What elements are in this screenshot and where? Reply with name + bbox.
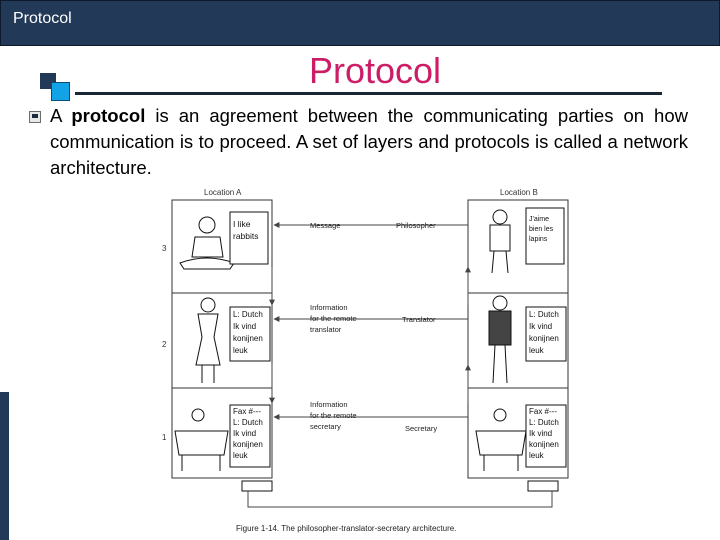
label-info-secretary-3: secretary (310, 422, 341, 431)
left-accent-bar (0, 392, 9, 540)
bullet-icon (29, 111, 41, 123)
secretary-b-figure (475, 408, 527, 471)
transmission-line (247, 491, 553, 508)
bullet-keyword: protocol (71, 105, 146, 126)
bullet-rest: is an agreement between the communicatin… (50, 105, 688, 178)
note-b1-line3: Ik vind (529, 429, 552, 438)
location-b-label: Location B (500, 188, 538, 197)
note-a1-line4: konijnen (233, 440, 263, 449)
layer-number-2-left: 2 (162, 340, 167, 349)
note-a1 (229, 404, 271, 468)
note-a2-line1: L: Dutch (233, 310, 263, 319)
note-a2-line3: konijnen (233, 334, 263, 343)
label-info-translator-3: translator (310, 325, 342, 334)
note-b1-line4: konijnen (529, 440, 559, 449)
layer-number-3-left: 3 (162, 244, 167, 253)
figure-caption: Figure 1-14. The philosopher-translator-… (236, 524, 456, 533)
note-b3 (525, 207, 565, 265)
philosopher-a-figure (179, 216, 235, 270)
note-b1-line5: leuk (529, 451, 545, 460)
location-a-column (171, 199, 273, 479)
title-underline (75, 92, 662, 95)
note-b2 (525, 306, 567, 362)
bullet-prefix: A (50, 105, 72, 126)
label-message: Message (310, 221, 340, 230)
note-b1-line1: Fax #--- (529, 407, 557, 416)
location-b-column (467, 199, 569, 479)
label-translator: Translator (402, 315, 436, 324)
translator-b-figure (488, 295, 512, 384)
philosopher-b-figure (489, 209, 511, 274)
note-b3-line3: lapins (529, 236, 548, 243)
label-info-translator-2: for the remote (310, 314, 357, 323)
label-info-secretary-1: Information (310, 400, 348, 409)
label-philosopher: Philosopher (396, 221, 436, 230)
header-title: Protocol (13, 10, 72, 27)
note-a1-line2: L: Dutch (233, 418, 263, 427)
philosopher-architecture-figure: Location A Location B 3 2 1 3 2 1 I like… (162, 188, 569, 533)
note-b3-line1: J'aime (529, 216, 549, 223)
note-a2-line2: Ik vind (233, 322, 256, 331)
label-info-translator-1: Information (310, 303, 348, 312)
note-b1-line2: L: Dutch (529, 418, 559, 427)
translator-a-figure (195, 297, 221, 383)
note-a3 (229, 211, 269, 265)
logo-square-blue (51, 82, 70, 101)
label-info-secretary-2: for the remote (310, 411, 357, 420)
note-a1-line3: Ik vind (233, 429, 256, 438)
fax-machine-b (527, 480, 559, 492)
location-a-label: Location A (204, 188, 242, 197)
secretary-a-figure (174, 408, 229, 471)
note-a3-line2: rabbits (233, 231, 259, 241)
note-a2-line4: leuk (233, 346, 249, 355)
note-b2-line4: leuk (529, 346, 545, 355)
note-a2 (229, 306, 271, 362)
fax-machine-a (241, 480, 273, 492)
note-a1-line1: Fax #--- (233, 407, 261, 416)
note-b2-line1: L: Dutch (529, 310, 559, 319)
note-b2-line2: Ik vind (529, 322, 552, 331)
note-b3-line2: bien les (529, 226, 554, 233)
bullet-text: A protocol is an agreement between the c… (50, 103, 688, 181)
note-a1-line5: leuk (233, 451, 249, 460)
note-b2-line3: konijnen (529, 334, 559, 343)
slide-title: Protocol (308, 50, 442, 91)
layer-number-1-left: 1 (162, 433, 167, 442)
label-secretary: Secretary (405, 424, 437, 433)
note-b1 (525, 404, 567, 468)
note-a3-line1: I like (233, 219, 251, 229)
title-bar: Protocol (0, 0, 720, 46)
